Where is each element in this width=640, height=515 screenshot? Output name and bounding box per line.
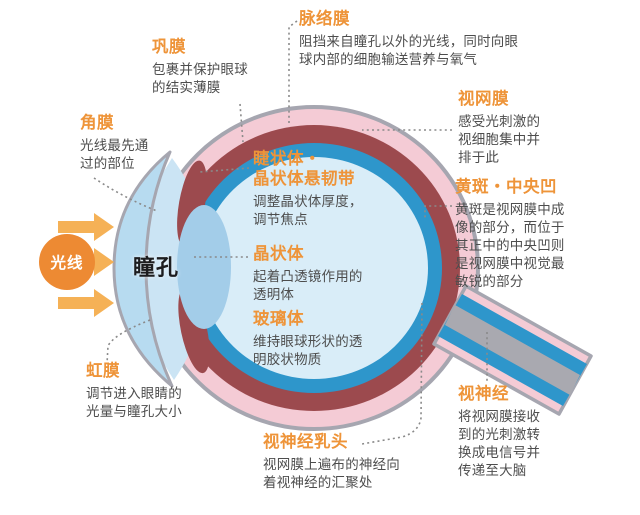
label-desc: 将视网膜接收 到的光刺激转 换成电信号并 传递至大脑 (458, 409, 541, 479)
label-title: 黄斑・中央凹 (455, 178, 557, 196)
leader-optic-disc (361, 302, 423, 445)
leader-choroid (288, 20, 298, 124)
label-title: 虹膜 (86, 362, 120, 380)
label-macula: 黄斑・中央凹 黄斑是视网膜中成 像的部分，而位于 其正中的中央凹则 是视网膜中视… (455, 177, 585, 292)
label-desc: 调节进入眼睛的 光量与瞳孔大小 (86, 386, 182, 420)
label-desc: 感受光刺激的 视细胞集中并 排于此 (458, 114, 541, 166)
label-sclera: 巩膜 包裹并保护眼球 的结实薄膜 (152, 37, 282, 97)
label-desc: 黄斑是视网膜中成 像的部分，而位于 其正中的中央凹则 是视网膜中视觉最 敏锐的部… (455, 202, 565, 290)
vitreous-shape (200, 157, 428, 379)
label-ciliary-body: 睫状体・ 晶状体悬韧带 调整晶状体厚度， 调节焦点 (253, 149, 393, 229)
eyeball (112, 105, 480, 431)
label-title: 视网膜 (458, 90, 509, 108)
label-title: 晶状体 (253, 245, 304, 263)
label-title: 脉络膜 (299, 10, 350, 28)
light-badge: 光线 (39, 234, 95, 290)
label-desc: 维持眼球形状的透 明胶状物质 (253, 334, 363, 368)
label-title: 视神经 (458, 385, 509, 403)
label-title: 视神经乳头 (263, 433, 348, 451)
leader-macula (424, 205, 452, 219)
label-desc: 视网膜上遍布的神经向 着视神经的汇聚处 (263, 457, 400, 491)
optic-nerve-core (445, 305, 580, 395)
leader-lines (93, 20, 488, 445)
label-title: 玻璃体 (253, 310, 304, 328)
label-desc: 光线最先通 过的部位 (80, 138, 149, 172)
leader-sclera (239, 103, 244, 143)
optic-nerve-shape (432, 284, 593, 416)
label-lens: 晶状体 起着凸透镜作用的 透明体 (253, 244, 393, 304)
light-arrow-icon (58, 213, 114, 241)
label-choroid: 脉络膜 阻挡来自瞳孔以外的光线，同时向眼 球内部的细胞输送营养与氧气 (299, 9, 639, 69)
label-vitreous: 玻璃体 维持眼球形状的透 明胶状物质 (253, 309, 393, 369)
leader-cornea (93, 177, 158, 212)
label-iris: 虹膜 调节进入眼睛的 光量与瞳孔大小 (86, 361, 206, 421)
lens-shape (177, 205, 231, 329)
pupil-label: 瞳孔 (133, 255, 180, 280)
label-desc: 起着凸透镜作用的 透明体 (253, 269, 363, 303)
label-retina: 视网膜 感受光刺激的 视细胞集中并 排于此 (458, 89, 568, 167)
label-cornea: 角膜 光线最先通 过的部位 (80, 113, 180, 173)
label-desc: 阻挡来自瞳孔以外的光线，同时向眼 球内部的细胞输送营养与氧气 (299, 34, 519, 68)
label-desc: 包裹并保护眼球 的结实薄膜 (152, 62, 248, 96)
cornea-shape (112, 150, 174, 388)
label-title: 巩膜 (152, 38, 186, 56)
light-arrow-icon (58, 289, 114, 317)
label-optic-disc: 视神经乳头 视网膜上遍布的神经向 着视神经的汇聚处 (263, 432, 433, 492)
label-title: 睫状体・ 晶状体悬韧带 (253, 150, 355, 189)
label-optic-nerve: 视神经 将视网膜接收 到的光刺激转 换成电信号并 传递至大脑 (458, 384, 568, 480)
label-desc: 调整晶状体厚度， 调节焦点 (253, 194, 363, 228)
light-badge-label: 光线 (50, 255, 84, 272)
label-title: 角膜 (80, 114, 114, 132)
